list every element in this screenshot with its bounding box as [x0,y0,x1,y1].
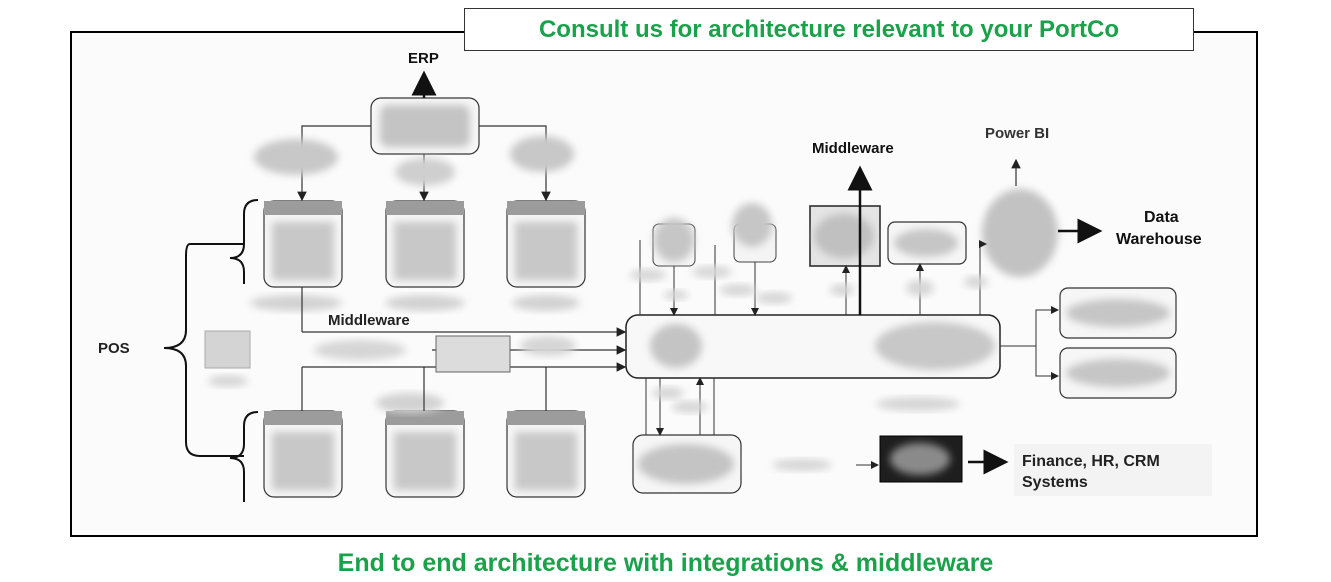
erp-label: ERP [408,50,439,67]
consult-banner: Consult us for architecture relevant to … [464,8,1194,51]
store-box-bottom-2 [385,410,465,498]
store-box-top-3 [506,200,586,288]
footer-caption: End to end architecture with integration… [337,549,994,577]
data-warehouse-label-2: Warehouse [1116,231,1202,248]
store-box-top-1 [263,200,343,288]
data-warehouse-label-1: Data [1144,209,1179,226]
middleware-left-label: Middleware [328,312,410,329]
store-box-bottom-3 [506,410,586,498]
pos-label: POS [98,340,130,357]
power-bi-label: Power BI [985,125,1049,142]
store-box-bottom-1 [263,410,343,498]
store-box-top-2 [385,200,465,288]
finance-label-1: Finance, HR, CRM [1022,453,1160,470]
finance-label-2: Systems [1022,474,1088,491]
middleware-top-label: Middleware [812,140,894,157]
